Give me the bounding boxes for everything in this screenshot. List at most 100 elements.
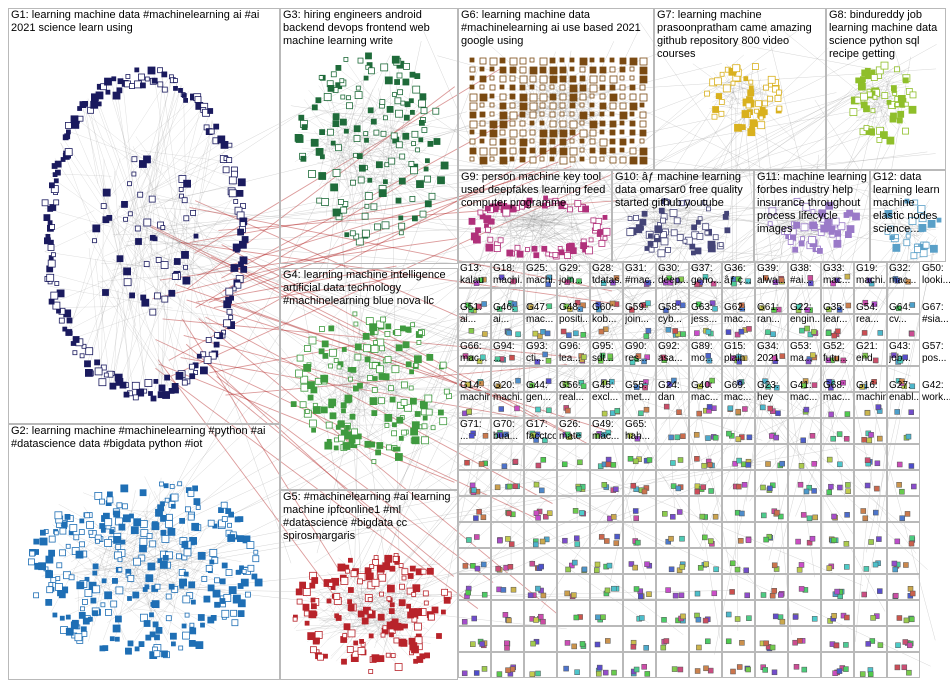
node-g1 bbox=[145, 77, 149, 81]
node-small-group bbox=[482, 302, 487, 307]
node-g6 bbox=[570, 103, 575, 108]
node-g10 bbox=[642, 211, 647, 216]
node-small-group bbox=[868, 672, 873, 677]
node-g3 bbox=[365, 138, 369, 142]
node-small-group bbox=[761, 593, 766, 598]
intra-group-edge bbox=[70, 309, 158, 340]
node-small-group bbox=[508, 564, 513, 569]
node-g2 bbox=[182, 624, 186, 628]
node-small-group bbox=[892, 561, 897, 566]
node-g9 bbox=[534, 253, 539, 258]
node-g6 bbox=[540, 139, 546, 145]
node-small-group bbox=[773, 614, 778, 619]
node-small-group bbox=[634, 587, 639, 592]
node-g8 bbox=[860, 77, 865, 82]
node-g1 bbox=[144, 262, 149, 267]
small-group-frame bbox=[492, 419, 524, 444]
node-g6 bbox=[640, 85, 645, 90]
node-small-group bbox=[737, 359, 742, 364]
node-small-group bbox=[474, 535, 479, 540]
node-small-group bbox=[576, 486, 581, 491]
node-g2 bbox=[134, 519, 141, 526]
node-small-group bbox=[510, 355, 515, 360]
node-g2 bbox=[30, 551, 35, 556]
node-g1 bbox=[169, 290, 175, 296]
node-small-group bbox=[766, 384, 771, 389]
node-g1 bbox=[165, 375, 170, 380]
node-g9 bbox=[515, 245, 520, 250]
node-g3 bbox=[422, 128, 427, 133]
node-g1 bbox=[128, 182, 132, 186]
node-small-group bbox=[641, 303, 646, 308]
node-small-group bbox=[673, 329, 678, 334]
node-g7 bbox=[762, 110, 767, 115]
node-small-group bbox=[482, 666, 487, 671]
node-small-group bbox=[536, 463, 541, 468]
node-g2 bbox=[85, 513, 90, 518]
node-g6 bbox=[590, 148, 595, 153]
node-small-group bbox=[764, 641, 769, 646]
node-small-group bbox=[602, 482, 607, 487]
node-g1 bbox=[184, 98, 188, 102]
node-small-group bbox=[799, 328, 804, 333]
node-small-group bbox=[635, 540, 640, 545]
node-g2 bbox=[192, 523, 199, 530]
node-g1 bbox=[235, 248, 239, 252]
node-g1 bbox=[215, 333, 220, 338]
node-small-group bbox=[899, 489, 904, 494]
node-g2 bbox=[156, 509, 163, 516]
node-g3 bbox=[351, 180, 356, 185]
node-g7 bbox=[756, 101, 762, 107]
node-g3 bbox=[376, 162, 382, 168]
node-small-group bbox=[509, 542, 514, 547]
node-g2 bbox=[215, 602, 220, 607]
node-g10 bbox=[640, 219, 646, 225]
node-g9 bbox=[486, 244, 493, 251]
node-g3 bbox=[385, 163, 389, 167]
node-g6 bbox=[470, 76, 474, 80]
node-g6 bbox=[640, 139, 644, 143]
node-g6 bbox=[490, 103, 494, 107]
node-g6 bbox=[570, 139, 574, 143]
node-g1 bbox=[150, 309, 156, 315]
node-g5 bbox=[402, 576, 406, 580]
node-small-group bbox=[605, 638, 610, 643]
small-group-frame bbox=[558, 653, 590, 678]
node-g4 bbox=[304, 346, 310, 352]
node-g4 bbox=[365, 441, 371, 447]
node-small-group bbox=[731, 277, 736, 282]
node-small-group bbox=[513, 459, 518, 464]
node-g6 bbox=[490, 67, 494, 71]
node-g2 bbox=[75, 634, 82, 641]
node-g4 bbox=[343, 443, 350, 450]
node-g2 bbox=[235, 517, 240, 522]
node-g7 bbox=[768, 96, 773, 101]
node-g12 bbox=[913, 200, 918, 205]
node-g2 bbox=[121, 540, 125, 544]
node-g4 bbox=[381, 317, 386, 322]
node-g4 bbox=[330, 413, 336, 419]
node-g1 bbox=[99, 379, 106, 386]
node-g1 bbox=[46, 234, 50, 238]
node-small-group bbox=[631, 483, 636, 488]
node-small-group bbox=[844, 615, 849, 620]
node-g4 bbox=[353, 386, 358, 391]
node-small-group bbox=[832, 613, 837, 618]
node-g2 bbox=[114, 511, 120, 517]
node-g6 bbox=[480, 67, 484, 71]
node-g4 bbox=[401, 400, 407, 406]
node-small-group bbox=[635, 436, 640, 441]
node-g1 bbox=[138, 192, 143, 197]
node-g2 bbox=[80, 519, 84, 523]
node-small-group bbox=[465, 382, 470, 387]
node-g1 bbox=[158, 82, 163, 87]
node-g6 bbox=[570, 85, 577, 92]
node-g3 bbox=[354, 126, 360, 132]
node-g6 bbox=[540, 58, 547, 65]
node-g2 bbox=[131, 527, 138, 534]
node-g1 bbox=[105, 78, 112, 85]
node-g2 bbox=[188, 514, 194, 520]
node-small-group bbox=[547, 511, 552, 516]
node-small-group bbox=[728, 406, 733, 411]
node-small-group bbox=[910, 303, 915, 308]
